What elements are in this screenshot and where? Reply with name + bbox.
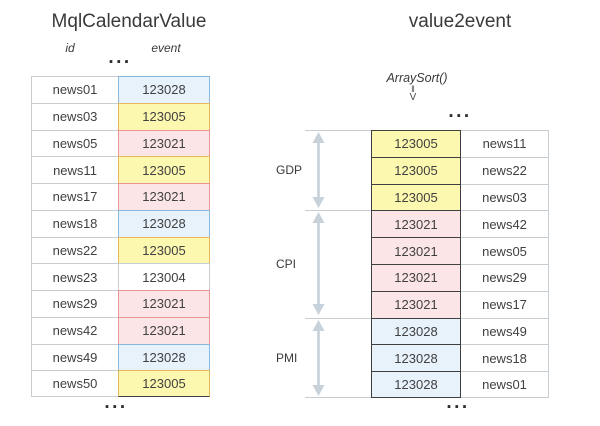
- id-cell: news22: [461, 156, 549, 184]
- id-cell: news01: [461, 371, 549, 398]
- event-cell: 123028: [371, 317, 461, 345]
- column-header-id: id: [65, 41, 75, 55]
- ellipsis-right-top: ...: [448, 101, 472, 122]
- left-table-title: MqlCalendarValue: [51, 11, 207, 32]
- id-cell: news29: [31, 290, 118, 317]
- event-cell: 123005: [118, 370, 210, 397]
- group-range-arrow: [312, 212, 325, 316]
- id-cell: news29: [461, 263, 549, 291]
- id-cell: news17: [31, 183, 118, 210]
- group-label: CPI: [276, 257, 297, 271]
- event-cell: 123005: [118, 102, 210, 130]
- id-cell: news01: [31, 76, 118, 103]
- group-boundary-line: [305, 397, 372, 398]
- event-cell: 123021: [118, 129, 210, 157]
- group-range-arrow: [312, 132, 325, 208]
- group-boundary-line: [305, 317, 372, 319]
- id-cell: news22: [31, 236, 118, 264]
- group-boundary-line: [305, 130, 372, 131]
- id-cell: news03: [31, 102, 118, 130]
- event-cell: 123005: [118, 156, 210, 183]
- group-label: PMI: [276, 350, 298, 365]
- event-cell: 123028: [371, 371, 461, 398]
- right-table-title: value2event: [408, 11, 512, 32]
- id-cell: news18: [461, 344, 549, 372]
- id-cell: news05: [461, 237, 549, 264]
- event-cell: 123021: [371, 290, 461, 318]
- event-cell: 123005: [371, 183, 461, 211]
- event-cell: 123005: [371, 130, 461, 157]
- id-cell: news11: [461, 130, 549, 157]
- id-cell: news18: [31, 209, 118, 237]
- event-cell: 123005: [118, 236, 210, 264]
- event-cell: 123028: [118, 209, 210, 237]
- id-cell: news23: [31, 263, 118, 290]
- id-cell: news42: [461, 210, 549, 238]
- event-cell: 123021: [371, 237, 461, 264]
- id-cell: news42: [31, 316, 118, 344]
- arraysort-annotation: ArraySort(): [386, 71, 448, 85]
- event-cell: 123005: [371, 156, 461, 184]
- event-cell: 123028: [118, 76, 210, 103]
- event-cell: 123028: [371, 344, 461, 372]
- group-label: GDP: [276, 163, 303, 178]
- column-header-event: event: [151, 41, 181, 55]
- group-range-arrow: [312, 319, 325, 396]
- id-cell: news03: [461, 183, 549, 211]
- event-cell: 123021: [118, 290, 210, 317]
- id-cell: news17: [461, 290, 549, 318]
- id-cell: news11: [31, 156, 118, 183]
- event-cell: 123021: [118, 316, 210, 344]
- event-cell: 123021: [118, 183, 210, 210]
- event-cell: 123028: [118, 343, 210, 371]
- group-boundary-line: [305, 210, 372, 212]
- double-down-arrow-shaft: ‖: [411, 84, 415, 94]
- event-cell: 123004: [118, 263, 210, 290]
- double-down-arrow-symbol: ‖ V: [404, 84, 422, 103]
- double-down-arrow-head: V: [409, 92, 417, 103]
- event-cell: 123021: [371, 263, 461, 291]
- id-cell: news50: [31, 370, 118, 397]
- id-cell: news49: [31, 343, 118, 371]
- ellipsis-left-top: ...: [108, 47, 132, 68]
- event-cell: 123021: [371, 210, 461, 238]
- id-cell: news49: [461, 317, 549, 345]
- ellipsis-left-bottom: ...: [104, 392, 128, 413]
- id-cell: news05: [31, 129, 118, 157]
